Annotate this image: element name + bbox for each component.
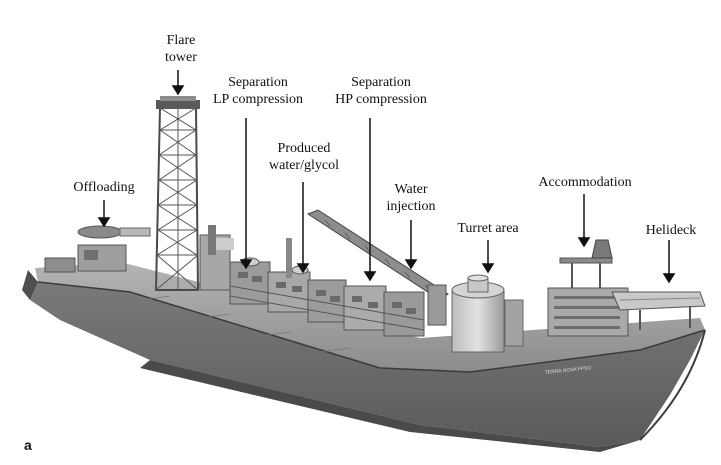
process-modules <box>199 225 425 337</box>
helideck-platform <box>611 291 706 330</box>
panel-letter: a <box>24 437 32 453</box>
accommodation-label: Accommodation <box>538 175 632 190</box>
offloading-equipment <box>44 225 151 273</box>
flare-tower-label: Flare tower <box>165 33 197 65</box>
accommodation-block <box>547 239 629 337</box>
separation-hp-compression-label: Separation HP compression <box>335 75 427 107</box>
water-injection-label: Water injection <box>386 182 436 214</box>
helideck-label: Helideck <box>645 223 697 238</box>
separation-lp-compression-label: Separation LP compression <box>212 75 304 107</box>
turret-area-label: Turret area <box>457 221 519 236</box>
label-arrows <box>97 70 676 284</box>
offloading-label: Offloading <box>73 180 135 195</box>
turret-structure <box>451 274 524 353</box>
produced-water-glycol-label: Produced water/glycol <box>269 141 339 173</box>
flare-tower-structure <box>154 96 200 291</box>
crane-boom <box>306 209 449 326</box>
hull-name-text: TERRA NOVA FPSO <box>545 365 592 376</box>
